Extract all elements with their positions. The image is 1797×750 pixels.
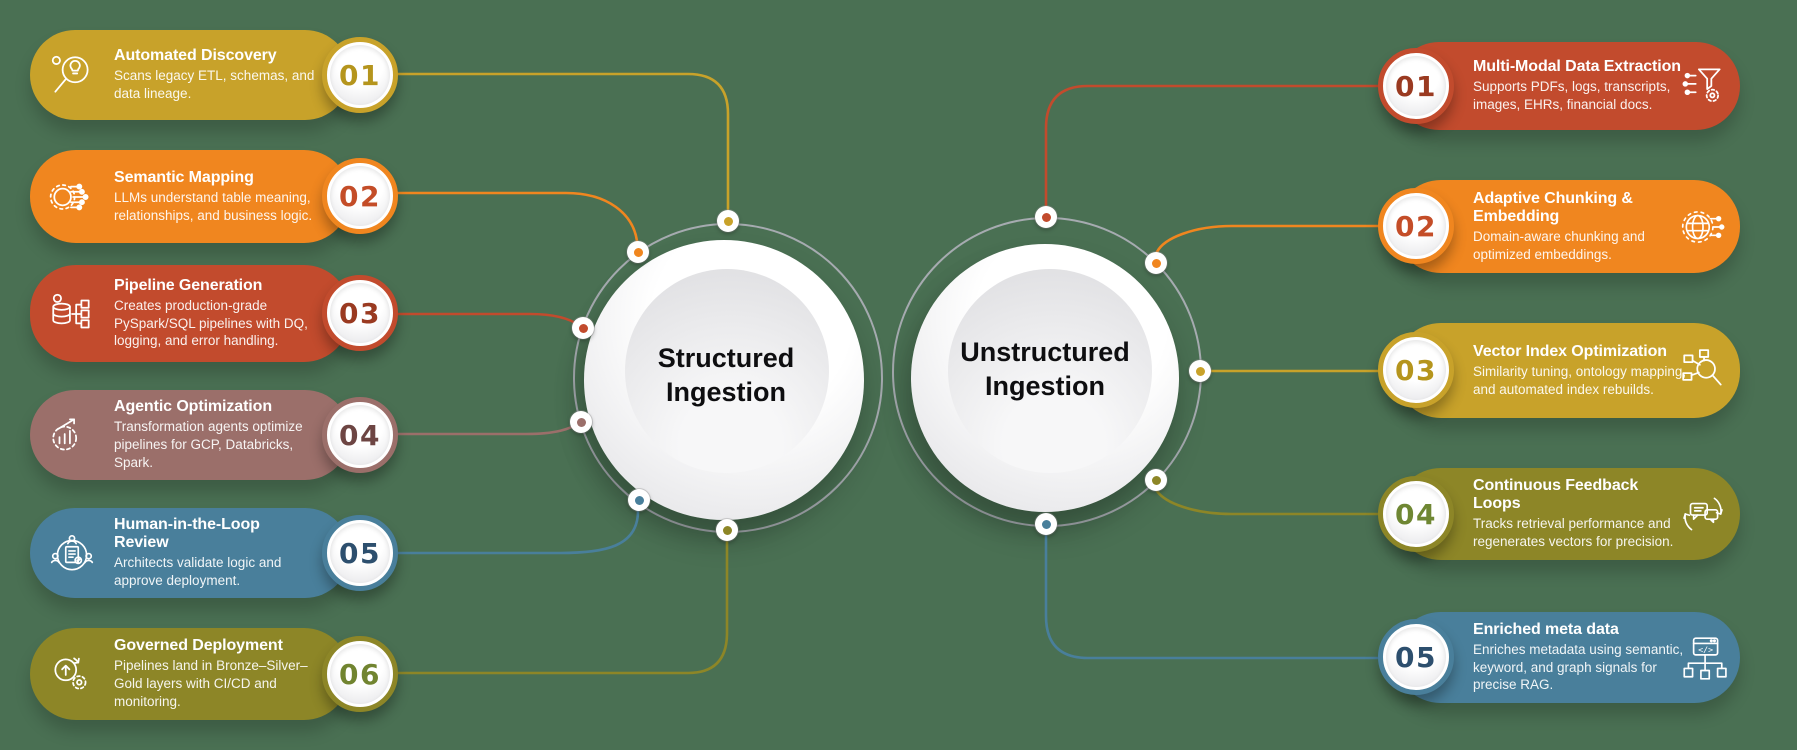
people-review-icon: [47, 528, 97, 578]
database-pipeline-icon: [47, 289, 97, 339]
step-card-human-review: Human-in-the-Loop Review Architects vali…: [30, 508, 350, 598]
step-number-badge: 01: [1378, 48, 1454, 124]
connector-line: [394, 421, 581, 436]
step-title: Pipeline Generation: [114, 276, 263, 294]
step-number-badge: 02: [1378, 188, 1454, 264]
step-number-badge: 04: [1378, 476, 1454, 552]
globe-network-icon: [1678, 202, 1728, 252]
connector-dot: [628, 489, 650, 511]
connector-dot: [1189, 360, 1211, 382]
step-title: Agentic Optimization: [114, 398, 273, 416]
step-card-pipeline-generation: Pipeline Generation Creates production-g…: [30, 265, 350, 362]
step-desc: Transformation agents optimize pipelines…: [114, 419, 303, 470]
connector-dot: [1035, 206, 1057, 228]
svg-text:</>: </>: [1698, 644, 1713, 654]
step-number-badge: 03: [322, 275, 398, 351]
connector-line: [1155, 489, 1382, 516]
connector-dot: [1145, 252, 1167, 274]
hub-title-unstructured: Unstructured Ingestion: [960, 337, 1130, 401]
magnifier-bulb-icon: [47, 50, 97, 100]
step-title: Vector Index Optimization: [1473, 342, 1667, 360]
step-title: Adaptive Chunking & Embedding: [1473, 189, 1633, 225]
connector-dot: [572, 317, 594, 339]
connector-dot: [1145, 469, 1167, 491]
funnel-gear-icon: [1678, 61, 1728, 111]
chat-refresh-icon: [1678, 489, 1728, 539]
step-card-governed-deployment: Governed Deployment Pipelines land in Br…: [30, 628, 350, 720]
step-number-badge: 04: [322, 397, 398, 473]
hub-inner-circle: [625, 269, 829, 473]
step-desc: Enriches metadata using semantic, keywor…: [1473, 641, 1684, 693]
step-card-agentic-optimization: Agentic Optimization Transformation agen…: [30, 390, 350, 480]
connector-line: [394, 539, 729, 675]
step-desc: Supports PDFs, logs, transcripts, images…: [1473, 79, 1671, 112]
step-desc: LLMs understand table meaning, relations…: [114, 189, 313, 223]
connector-dot: [570, 411, 592, 433]
hub-inner-circle: [948, 269, 1152, 473]
semantic-gear-icon: [47, 172, 97, 222]
step-title: Automated Discovery: [114, 47, 277, 65]
step-number-badge: 05: [1378, 619, 1454, 695]
step-desc: Creates production-grade PySpark/SQL pip…: [114, 297, 308, 349]
step-title: Semantic Mapping: [114, 168, 254, 186]
vector-search-icon: [1678, 346, 1728, 396]
gear-chart-icon: [47, 410, 97, 460]
connector-dot: [716, 519, 738, 541]
connector-line: [1044, 533, 1382, 660]
step-number-badge: 01: [322, 37, 398, 113]
connector-line: [394, 509, 640, 555]
deploy-gears-icon: [47, 649, 97, 699]
step-desc: Scans legacy ETL, schemas, and data line…: [114, 68, 315, 101]
step-desc: Tracks retrieval performance and regener…: [1473, 516, 1674, 549]
step-desc: Domain-aware chunking and optimized embe…: [1473, 228, 1645, 262]
connector-dot: [627, 241, 649, 263]
step-number-badge: 02: [322, 158, 398, 234]
step-number-badge: 03: [1378, 332, 1454, 408]
step-title: Human-in-the-Loop Review: [114, 516, 260, 552]
step-desc: Similarity tuning, ontology mapping, and…: [1473, 363, 1687, 397]
connector-line: [394, 191, 639, 243]
step-title: Continuous Feedback Loops: [1473, 477, 1639, 513]
step-card-automated-discovery: Automated Discovery Scans legacy ETL, sc…: [30, 30, 350, 120]
step-desc: Architects validate logic and approve de…: [114, 555, 282, 588]
code-window-graph-icon: </>: [1678, 633, 1728, 683]
hub-title-structured: Structured Ingestion: [657, 343, 795, 407]
connector-line: [1155, 224, 1382, 254]
step-title: Multi-Modal Data Extraction: [1473, 58, 1681, 76]
step-number-badge: 05: [322, 515, 398, 591]
connector-dot: [1035, 513, 1057, 535]
step-card-semantic-mapping: Semantic Mapping LLMs understand table m…: [30, 150, 350, 243]
step-title: Enriched meta data: [1473, 620, 1619, 638]
connector-line: [394, 312, 582, 328]
connector-line: [394, 72, 730, 211]
step-title: Governed Deployment: [114, 637, 283, 655]
step-number-badge: 06: [322, 636, 398, 712]
step-desc: Pipelines land in Bronze–Silver–Gold lay…: [114, 658, 308, 709]
connector-dot: [717, 210, 739, 232]
connector-line: [1044, 84, 1382, 208]
